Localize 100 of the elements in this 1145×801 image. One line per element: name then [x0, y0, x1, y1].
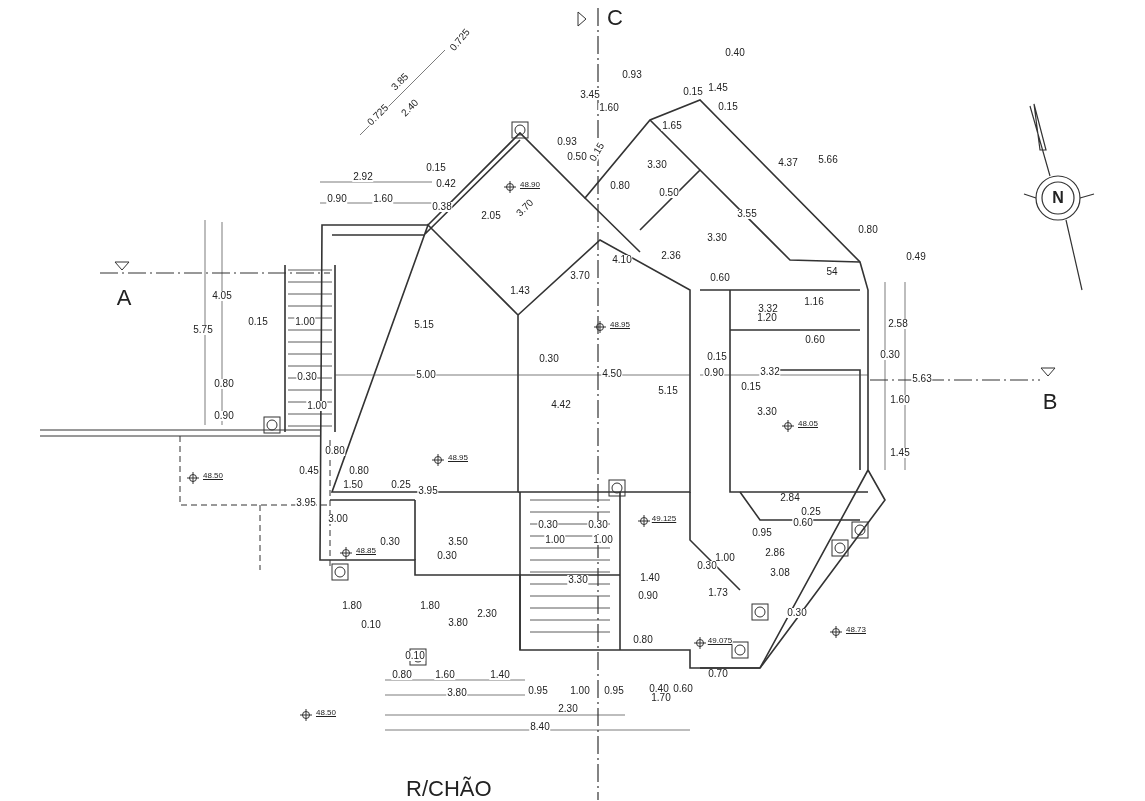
dimension-label: 5.63: [911, 374, 933, 384]
dimension-label: 0.38: [431, 202, 453, 212]
dimension-label: 1.00: [544, 535, 566, 545]
dimension-label: 0.90: [703, 368, 725, 378]
dimension-label: 1.70: [650, 693, 672, 703]
dimension-label: 0.45: [298, 466, 320, 476]
dimension-label: 1.60: [889, 395, 911, 405]
dimension-label: 1.40: [639, 573, 661, 583]
dimension-label: 3.95: [295, 498, 317, 508]
dimension-label: 1.16: [803, 297, 825, 307]
dimension-label: 0.70: [707, 669, 729, 679]
dimension-label: 5.66: [817, 155, 839, 165]
dimension-label: 0.60: [672, 684, 694, 694]
dimension-label: 0.95: [751, 528, 773, 538]
dimension-label: 1.80: [341, 601, 363, 611]
dimension-label: 1.43: [509, 286, 531, 296]
dimension-label: 2.92: [352, 172, 374, 182]
dimension-label: 3.70: [569, 271, 591, 281]
dimension-label: 0.10: [404, 651, 426, 661]
elevation-label: 49.075: [706, 637, 734, 645]
dimension-label: 0.50: [658, 188, 680, 198]
dimension-label: 3.32: [757, 304, 779, 314]
dimension-label: 0.40: [724, 48, 746, 58]
dimension-label: 5.15: [657, 386, 679, 396]
dimension-label: 0.30: [436, 551, 458, 561]
dimension-label: 0.30: [379, 537, 401, 547]
dimension-label: 3.30: [567, 575, 589, 585]
dimension-label: 1.45: [707, 83, 729, 93]
dimension-label: 0.50: [566, 152, 588, 162]
dimension-label: 3.45: [579, 90, 601, 100]
dimension-label: 0.80: [213, 379, 235, 389]
dimension-label: 0.80: [324, 446, 346, 456]
dimension-label: 3.30: [756, 407, 778, 417]
dimension-label: 0.93: [621, 70, 643, 80]
dimension-label: 0.15: [247, 317, 269, 327]
dimension-label: 1.00: [714, 553, 736, 563]
dimension-label: 4.50: [601, 369, 623, 379]
dimension-label: 0.30: [696, 561, 718, 571]
dimension-label: 3.32: [759, 367, 781, 377]
dimension-label: 0.15: [740, 382, 762, 392]
dimension-label: 0.30: [879, 350, 901, 360]
dimension-label: 54: [825, 267, 839, 277]
dimension-label: 0.25: [800, 507, 822, 517]
dimension-label: 3.00: [327, 514, 349, 524]
dimension-label: 3.08: [769, 568, 791, 578]
dimension-label: 1.45: [889, 448, 911, 458]
dimension-label: 0.80: [391, 670, 413, 680]
dimension-label: 1.00: [306, 401, 328, 411]
dimension-label: 1.60: [372, 194, 394, 204]
dimension-label: 0.80: [609, 181, 631, 191]
dimension-label: 2.30: [476, 609, 498, 619]
elevation-label: 48.73: [845, 626, 867, 634]
drawing-title: R/CHÃO: [406, 778, 492, 800]
dimension-label: 0.15: [425, 163, 447, 173]
dimension-label: 0.95: [603, 686, 625, 696]
elevation-label: 48.50: [202, 472, 224, 480]
elevation-label: 48.95: [609, 321, 631, 329]
dimension-label: 0.30: [538, 354, 560, 364]
elevation-label: 48.95: [447, 454, 469, 462]
dimension-label: 0.15: [682, 87, 704, 97]
dimension-label: 1.80: [419, 601, 441, 611]
dimension-label: 4.37: [777, 158, 799, 168]
dimension-label: 0.42: [435, 179, 457, 189]
dimension-label: 0.10: [360, 620, 382, 630]
dimension-label: 0.25: [390, 480, 412, 490]
elevation-label: 48.90: [519, 181, 541, 189]
dimension-label: 2.30: [557, 704, 579, 714]
dimension-label: 1.73: [707, 588, 729, 598]
dimension-label: 4.05: [211, 291, 233, 301]
elevation-label: 48.05: [797, 420, 819, 428]
dimension-label: 0.95: [527, 686, 549, 696]
dimension-label: 0.90: [637, 591, 659, 601]
dimension-label: 1.60: [598, 103, 620, 113]
dimension-label: 1.20: [756, 313, 778, 323]
dimension-label: 1.65: [661, 121, 683, 131]
dimension-label: 4.42: [550, 400, 572, 410]
dimension-label: 0.30: [587, 520, 609, 530]
dimension-label: 5.75: [192, 325, 214, 335]
dimension-label: 0.30: [786, 608, 808, 618]
dimension-label: 0.30: [296, 372, 318, 382]
dimension-label: 0.15: [706, 352, 728, 362]
dimension-label: 0.80: [632, 635, 654, 645]
dimension-label: 0.60: [792, 518, 814, 528]
dimension-label: 0.30: [537, 520, 559, 530]
dimension-label: 3.50: [447, 537, 469, 547]
dimension-label: 5.00: [415, 370, 437, 380]
dimension-label: 2.84: [779, 493, 801, 503]
dimension-label: 3.55: [736, 209, 758, 219]
dimension-label: 0.93: [556, 137, 578, 147]
dimension-label: 2.58: [887, 319, 909, 329]
dimension-label: 1.40: [489, 670, 511, 680]
dimension-label: 1.50: [342, 480, 364, 490]
dimension-label: 8.40: [529, 722, 551, 732]
dimension-label: 3.30: [646, 160, 668, 170]
dimension-label: 0.60: [709, 273, 731, 283]
dimension-label: 1.00: [294, 317, 316, 327]
dimension-label: 0.90: [213, 411, 235, 421]
north-label: N: [1051, 190, 1065, 206]
elevation-label: 48.85: [355, 547, 377, 555]
dimension-label: 2.36: [660, 251, 682, 261]
